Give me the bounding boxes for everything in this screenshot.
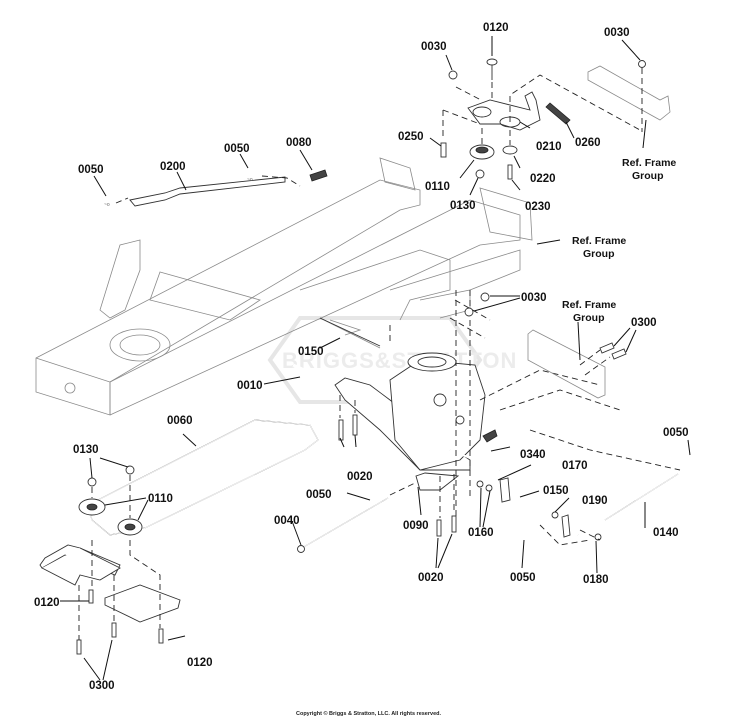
watermark-text: BRIGGS&STRATTON bbox=[282, 348, 517, 373]
callout-0300: 0300 bbox=[89, 680, 115, 692]
callout-0020: 0020 bbox=[418, 572, 444, 584]
ref-frame-label: Group bbox=[632, 170, 664, 182]
callout-0200: 0200 bbox=[160, 161, 186, 173]
bolt-icon bbox=[507, 164, 513, 180]
washer-icon bbox=[502, 145, 518, 155]
brake-rod-icon bbox=[129, 176, 286, 207]
spring-icon bbox=[482, 429, 498, 443]
callout-0340: 0340 bbox=[520, 449, 546, 461]
cotter-pin-icon: ~o bbox=[104, 202, 110, 208]
callout-0030: 0030 bbox=[521, 292, 547, 304]
flange-nut-icon bbox=[464, 307, 474, 317]
idler-bracket-assembly bbox=[440, 58, 671, 180]
callout-0150: 0150 bbox=[298, 346, 324, 358]
bolt-icon bbox=[436, 519, 442, 537]
transaxle bbox=[292, 290, 621, 520]
copyright-notice: Copyright © Briggs & Stratton, LLC. All … bbox=[295, 711, 442, 717]
callout-labels: 0030 0120 0030 0250 0210 0260 0110 0220 … bbox=[34, 22, 689, 692]
bolt-icon bbox=[76, 639, 82, 655]
bolt-icon bbox=[352, 414, 358, 436]
callout-0030: 0030 bbox=[421, 41, 447, 53]
callout-0170: 0170 bbox=[562, 460, 588, 472]
callout-0030: 0030 bbox=[604, 27, 630, 39]
callout-0050: 0050 bbox=[306, 489, 332, 501]
callout-0080: 0080 bbox=[286, 137, 312, 149]
callout-0110: 0110 bbox=[425, 181, 450, 193]
nut-icon bbox=[475, 169, 485, 179]
callout-0190: 0190 bbox=[582, 495, 608, 507]
callout-0300: 0300 bbox=[631, 317, 657, 329]
callout-0150: 0150 bbox=[543, 485, 569, 497]
flange-nut-icon bbox=[638, 60, 646, 68]
ref-frame-label: Ref. Frame bbox=[572, 235, 626, 247]
callout-0180: 0180 bbox=[583, 574, 609, 586]
callout-0050: 0050 bbox=[224, 143, 250, 155]
pin-icon bbox=[594, 533, 602, 541]
callout-0260: 0260 bbox=[575, 137, 601, 149]
flange-nut-icon bbox=[448, 70, 458, 80]
nut-icon bbox=[87, 477, 97, 487]
washer-icon bbox=[485, 484, 493, 492]
washer-icon bbox=[476, 480, 484, 488]
callout-0250: 0250 bbox=[398, 131, 424, 143]
control-linkage bbox=[297, 429, 681, 553]
bolt-icon bbox=[111, 622, 117, 638]
washer-icon bbox=[551, 511, 559, 519]
bolt-icon bbox=[451, 515, 457, 533]
chassis-frame bbox=[35, 157, 533, 416]
brake-rod-assembly: ~o ~o bbox=[104, 169, 328, 208]
callout-0010: 0010 bbox=[237, 380, 263, 392]
callout-0050: 0050 bbox=[510, 572, 536, 584]
ref-frame-label: Group bbox=[573, 312, 605, 324]
rod-end-icon bbox=[297, 545, 305, 553]
callout-0130: 0130 bbox=[73, 444, 99, 456]
callout-0130: 0130 bbox=[450, 200, 476, 212]
carriage-bolt-icon bbox=[486, 58, 498, 66]
callout-0120: 0120 bbox=[187, 657, 213, 669]
callout-0050: 0050 bbox=[78, 164, 104, 176]
callout-0120: 0120 bbox=[34, 597, 60, 609]
callout-0220: 0220 bbox=[530, 173, 556, 185]
callout-0060: 0060 bbox=[167, 415, 193, 427]
frame-mounting-hardware bbox=[449, 292, 627, 399]
flange-nut-icon bbox=[480, 292, 490, 302]
bolt-icon bbox=[599, 342, 615, 354]
callout-0230: 0230 bbox=[525, 201, 551, 213]
shoulder-bolt-icon bbox=[440, 142, 447, 158]
ref-frame-label: Ref. Frame bbox=[562, 299, 616, 311]
input-pulley-icon bbox=[407, 352, 457, 372]
callout-0140: 0140 bbox=[653, 527, 679, 539]
ref-frame-label: Ref. Frame bbox=[622, 157, 676, 169]
callout-0210: 0210 bbox=[536, 141, 562, 153]
callout-0050: 0050 bbox=[663, 427, 689, 439]
spring-icon bbox=[309, 169, 328, 182]
spring-icon bbox=[545, 102, 571, 125]
drive-belt-assembly bbox=[78, 419, 319, 536]
ref-frame-label: Group bbox=[583, 248, 615, 260]
bracket-icon bbox=[415, 472, 460, 491]
bolt-icon bbox=[611, 348, 627, 360]
watermark: BRIGGS&STRATTON bbox=[267, 316, 517, 404]
idler-bracket-plates bbox=[39, 540, 181, 655]
leader-lines bbox=[60, 36, 691, 681]
callout-0160: 0160 bbox=[468, 527, 494, 539]
bolt-icon bbox=[88, 589, 94, 604]
callout-0110: 0110 bbox=[148, 493, 173, 505]
bolt-icon bbox=[158, 628, 164, 644]
bolt-icon bbox=[338, 419, 344, 441]
callout-0120: 0120 bbox=[483, 22, 509, 34]
callout-0020: 0020 bbox=[347, 471, 373, 483]
callout-0090: 0090 bbox=[403, 520, 429, 532]
cotter-pin-icon: ~o bbox=[247, 177, 253, 183]
callout-0040: 0040 bbox=[274, 515, 300, 527]
nut-icon bbox=[125, 465, 135, 475]
